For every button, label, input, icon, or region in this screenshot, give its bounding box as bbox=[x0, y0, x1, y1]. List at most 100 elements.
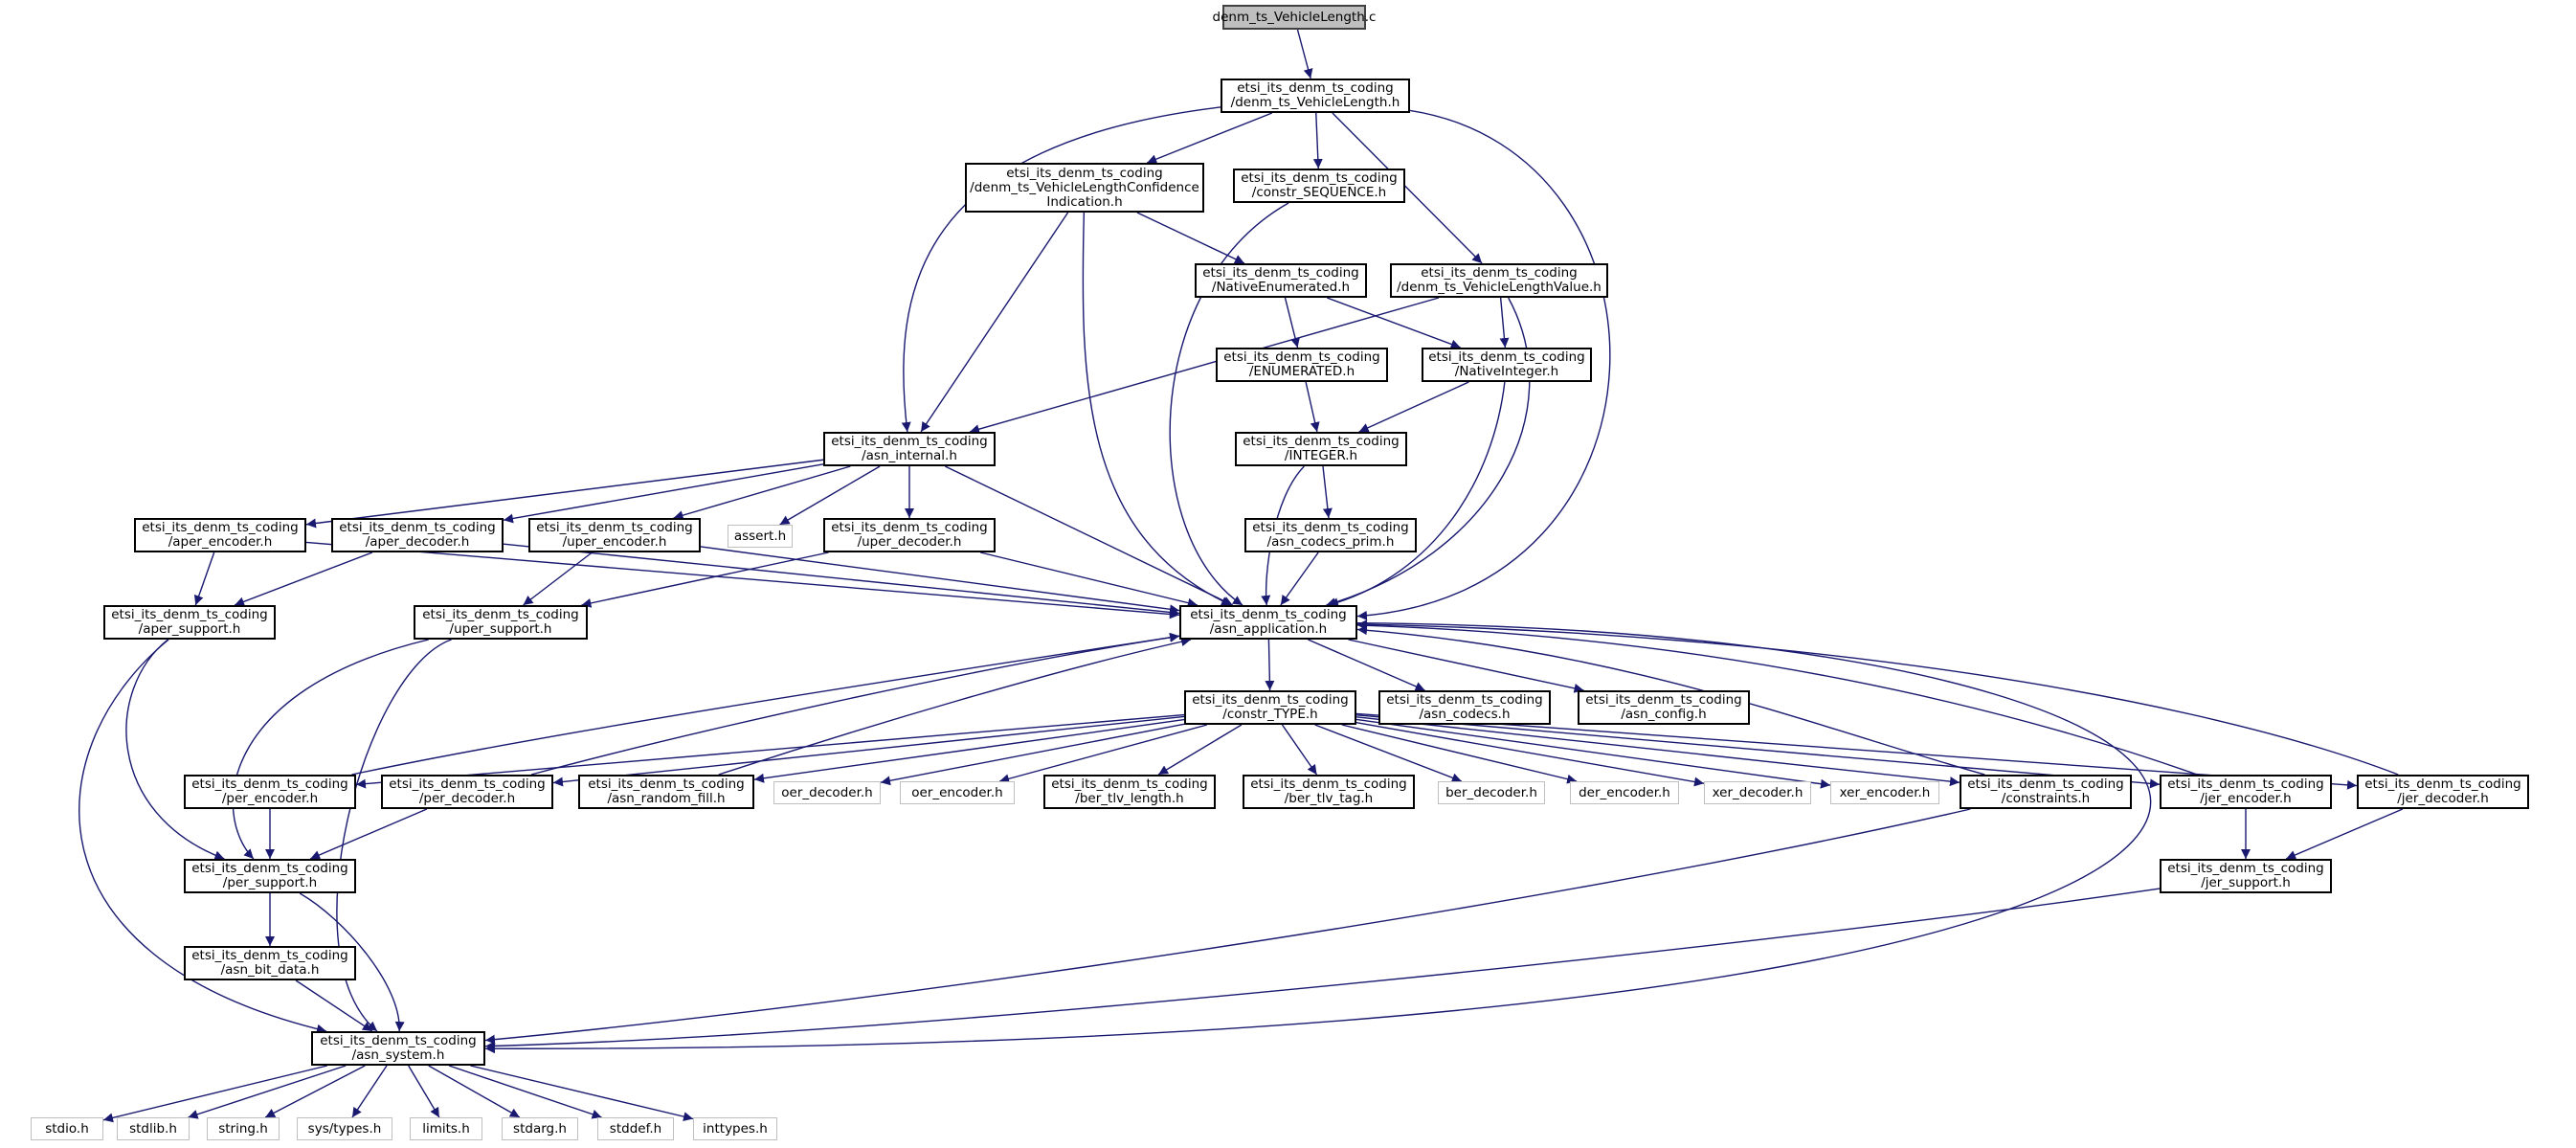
node-label-line: etsi_its_denm_ts_coding bbox=[1252, 520, 1409, 535]
node-label-line: xer_encoder.h bbox=[1839, 784, 1931, 800]
node-ber-dec[interactable]: ber_decoder.h bbox=[1438, 781, 1545, 804]
edge-constr-type-to-ber-dec bbox=[1314, 724, 1463, 783]
node-constr-type[interactable]: etsi_its_denm_ts_coding/constr_TYPE.h bbox=[1184, 690, 1356, 725]
node-vlv-h[interactable]: etsi_its_denm_ts_coding/denm_ts_VehicleL… bbox=[1390, 263, 1608, 298]
edge-constr-type-to-xer-dec bbox=[1355, 722, 1705, 787]
node-stdio[interactable]: stdio.h bbox=[31, 1117, 103, 1140]
node-label-line: /aper_encoder.h bbox=[168, 534, 273, 550]
node-label-line: ber_decoder.h bbox=[1445, 784, 1537, 800]
edge-constr-type-to-per-enc bbox=[355, 713, 1185, 789]
node-string[interactable]: string.h bbox=[207, 1117, 280, 1140]
edge-native-enum-to-native-int bbox=[1327, 297, 1461, 349]
node-vl-h[interactable]: etsi_its_denm_ts_coding/denm_ts_VehicleL… bbox=[1221, 79, 1410, 113]
edge-jer-enc-to-asn-app bbox=[1356, 620, 2198, 776]
node-label-line: etsi_its_denm_ts_coding bbox=[2167, 861, 2324, 876]
edge-native-int-to-integer bbox=[1358, 381, 1469, 433]
node-constraints[interactable]: etsi_its_denm_ts_coding/constraints.h bbox=[1960, 775, 2132, 809]
node-stdlib[interactable]: stdlib.h bbox=[117, 1117, 190, 1140]
node-uper-dec[interactable]: etsi_its_denm_ts_coding/uper_decoder.h bbox=[823, 518, 996, 552]
node-label-line: /constr_TYPE.h bbox=[1222, 707, 1318, 722]
node-label-line: /asn_application.h bbox=[1209, 621, 1328, 637]
edge-asn-internal-to-asn-app bbox=[944, 465, 1234, 606]
node-label-line: sys/types.h bbox=[307, 1120, 382, 1137]
node-jer-sup[interactable]: etsi_its_denm_ts_coding/jer_support.h bbox=[2160, 859, 2332, 893]
edge-asn-system-to-stdarg bbox=[428, 1065, 521, 1118]
edge-aper-enc-to-aper-sup bbox=[193, 551, 215, 606]
node-label-line: /denm_ts_VehicleLength.h bbox=[1230, 95, 1400, 110]
node-inttypes[interactable]: inttypes.h bbox=[693, 1117, 777, 1140]
node-root[interactable]: denm_ts_VehicleLength.c bbox=[1213, 5, 1376, 30]
node-jer-enc[interactable]: etsi_its_denm_ts_coding/jer_encoder.h bbox=[2160, 775, 2332, 809]
node-stddef[interactable]: stddef.h bbox=[597, 1117, 674, 1140]
node-asn-internal[interactable]: etsi_its_denm_ts_coding/asn_internal.h bbox=[823, 432, 996, 466]
node-label-line: /jer_decoder.h bbox=[2397, 791, 2489, 806]
edge-asn-system-to-stddef bbox=[448, 1065, 602, 1119]
node-aper-dec[interactable]: etsi_its_denm_ts_coding/aper_decoder.h bbox=[331, 518, 504, 552]
node-label-line: /asn_system.h bbox=[351, 1047, 445, 1063]
node-label-line: /per_decoder.h bbox=[418, 791, 516, 806]
node-per-enc[interactable]: etsi_its_denm_ts_coding/per_encoder.h bbox=[184, 775, 356, 809]
node-label-line: etsi_its_denm_ts_coding bbox=[422, 607, 579, 622]
edge-asn-internal-to-assert bbox=[779, 465, 881, 526]
node-per-sup[interactable]: etsi_its_denm_ts_coding/per_support.h bbox=[184, 859, 356, 893]
node-label-line: oer_decoder.h bbox=[781, 784, 873, 800]
node-label-line: etsi_its_denm_ts_coding bbox=[1585, 692, 1742, 708]
node-label-line: etsi_its_denm_ts_coding bbox=[389, 777, 546, 792]
node-systypes[interactable]: sys/types.h bbox=[297, 1117, 392, 1140]
node-label-line: etsi_its_denm_ts_coding bbox=[831, 520, 988, 535]
node-label-line: /denm_ts_VehicleLengthValue.h bbox=[1397, 280, 1602, 295]
node-codecs-prim[interactable]: etsi_its_denm_ts_coding/asn_codecs_prim.… bbox=[1244, 518, 1417, 552]
node-label-line: Indication.h bbox=[1046, 193, 1123, 210]
node-label-line: etsi_its_denm_ts_coding bbox=[2364, 777, 2521, 792]
node-label-line: etsi_its_denm_ts_coding bbox=[339, 520, 496, 535]
node-native-int[interactable]: etsi_its_denm_ts_coding/NativeInteger.h bbox=[1422, 348, 1592, 382]
node-label-line: /per_support.h bbox=[222, 875, 318, 890]
node-jer-dec[interactable]: etsi_its_denm_ts_coding/jer_decoder.h bbox=[2357, 775, 2529, 809]
node-oer-dec[interactable]: oer_decoder.h bbox=[773, 781, 881, 804]
node-asn-config[interactable]: etsi_its_denm_ts_coding/asn_config.h bbox=[1578, 690, 1750, 725]
node-label-line: etsi_its_denm_ts_coding bbox=[536, 520, 693, 535]
node-label-line: /INTEGER.h bbox=[1284, 448, 1358, 463]
edge-per-dec-to-per-sup bbox=[309, 808, 428, 860]
node-label-line: etsi_its_denm_ts_coding bbox=[1967, 777, 2124, 792]
node-random-fill[interactable]: etsi_its_denm_ts_coding/asn_random_fill.… bbox=[578, 775, 754, 809]
edge-constr-type-to-ber-tlv-tag bbox=[1281, 724, 1318, 776]
node-integer[interactable]: etsi_its_denm_ts_coding/INTEGER.h bbox=[1235, 432, 1407, 466]
node-xer-enc[interactable]: xer_encoder.h bbox=[1830, 781, 1939, 804]
edge-uper-sup-to-per-sup bbox=[232, 639, 429, 860]
node-ber-tlv-len[interactable]: etsi_its_denm_ts_coding/ber_tlv_length.h bbox=[1043, 775, 1216, 809]
edge-random-fill-to-asn-app bbox=[718, 637, 1192, 776]
node-asn-app[interactable]: etsi_its_denm_ts_coding/asn_application.… bbox=[1179, 605, 1357, 640]
node-enumerated[interactable]: etsi_its_denm_ts_coding/ENUMERATED.h bbox=[1216, 348, 1388, 382]
node-label-line: /NativeInteger.h bbox=[1454, 364, 1559, 379]
node-bit-data[interactable]: etsi_its_denm_ts_coding/asn_bit_data.h bbox=[184, 946, 356, 980]
node-native-enum[interactable]: etsi_its_denm_ts_coding/NativeEnumerated… bbox=[1195, 263, 1367, 298]
node-limits[interactable]: limits.h bbox=[410, 1117, 482, 1140]
node-xer-dec[interactable]: xer_decoder.h bbox=[1704, 781, 1811, 804]
node-label-line: /uper_encoder.h bbox=[562, 534, 667, 550]
node-oer-enc[interactable]: oer_encoder.h bbox=[900, 781, 1015, 804]
node-uper-sup[interactable]: etsi_its_denm_ts_coding/uper_support.h bbox=[414, 605, 588, 640]
edge-aper-sup-to-asn-system bbox=[78, 639, 327, 1034]
edge-constr-type-to-jer-enc bbox=[1355, 714, 2161, 789]
node-label-line: etsi_its_denm_ts_coding bbox=[1243, 434, 1400, 449]
node-der-enc[interactable]: der_encoder.h bbox=[1570, 781, 1679, 804]
edge-constr-type-to-oer-dec bbox=[880, 723, 1185, 786]
node-constr-seq[interactable]: etsi_its_denm_ts_coding/constr_SEQUENCE.… bbox=[1233, 169, 1405, 203]
node-ber-tlv-tag[interactable]: etsi_its_denm_ts_coding/ber_tlv_tag.h bbox=[1243, 775, 1415, 809]
node-asn-codecs[interactable]: etsi_its_denm_ts_coding/asn_codecs.h bbox=[1378, 690, 1551, 725]
node-label-line: /jer_encoder.h bbox=[2200, 791, 2292, 806]
node-per-dec[interactable]: etsi_its_denm_ts_coding/per_decoder.h bbox=[381, 775, 553, 809]
node-asn-system[interactable]: etsi_its_denm_ts_coding/asn_system.h bbox=[311, 1031, 485, 1066]
node-uper-enc[interactable]: etsi_its_denm_ts_coding/uper_encoder.h bbox=[528, 518, 701, 552]
edge-constr-type-to-oer-enc bbox=[998, 724, 1208, 784]
node-aper-sup[interactable]: etsi_its_denm_ts_coding/aper_support.h bbox=[103, 605, 276, 640]
node-label-line: etsi_its_denm_ts_coding bbox=[191, 861, 348, 876]
node-vlci-h[interactable]: etsi_its_denm_ts_coding/denm_ts_VehicleL… bbox=[965, 163, 1204, 213]
node-stdarg[interactable]: stdarg.h bbox=[502, 1117, 578, 1140]
node-assert[interactable]: assert.h bbox=[728, 525, 793, 548]
node-aper-enc[interactable]: etsi_its_denm_ts_coding/aper_encoder.h bbox=[134, 518, 306, 552]
edge-constr-seq-to-asn-app bbox=[1169, 202, 1289, 606]
edge-aper-dec-to-asn-app bbox=[503, 543, 1180, 618]
node-label-line: etsi_its_denm_ts_coding bbox=[1250, 777, 1407, 792]
